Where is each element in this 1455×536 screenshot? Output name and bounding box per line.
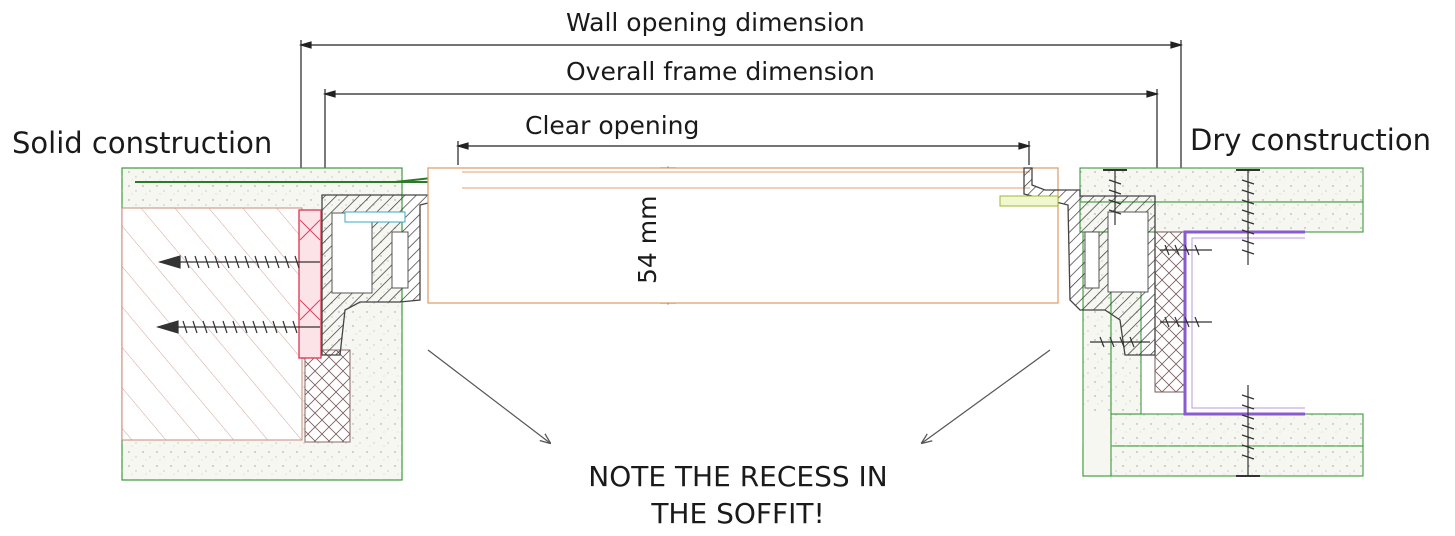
note-line-1: NOTE THE RECESS IN: [588, 460, 888, 493]
clear-opening-label: Clear opening: [525, 111, 700, 140]
screw-icon-right-vertical-lower: [1236, 385, 1260, 477]
screw-icon-right-vertical-upper: [1236, 169, 1260, 265]
solid-construction-label: Solid construction: [12, 126, 273, 160]
screw-icon-left-lower: [155, 320, 320, 334]
recess-arrows: [427, 349, 1051, 443]
screw-icon-right-horizontal: [1090, 244, 1212, 348]
wall-opening-label: Wall opening dimension: [566, 8, 865, 37]
overall-frame-label: Overall frame dimension: [566, 57, 875, 86]
frame-profile-right: [999, 167, 1156, 356]
note-line-2: THE SOFFIT!: [651, 497, 825, 530]
arrow-left: [427, 349, 550, 443]
drywall-stud: [1183, 230, 1305, 416]
arrow-right: [922, 349, 1051, 443]
dry-construction-label: Dry construction: [1190, 123, 1431, 157]
screw-icon-right-vertical-mid: [1103, 169, 1127, 225]
thickness-label: 54 mm: [633, 195, 662, 284]
anchor-strip-left: [298, 209, 322, 359]
door-leaf: [427, 167, 1059, 304]
screw-icon-left-upper: [157, 255, 320, 269]
